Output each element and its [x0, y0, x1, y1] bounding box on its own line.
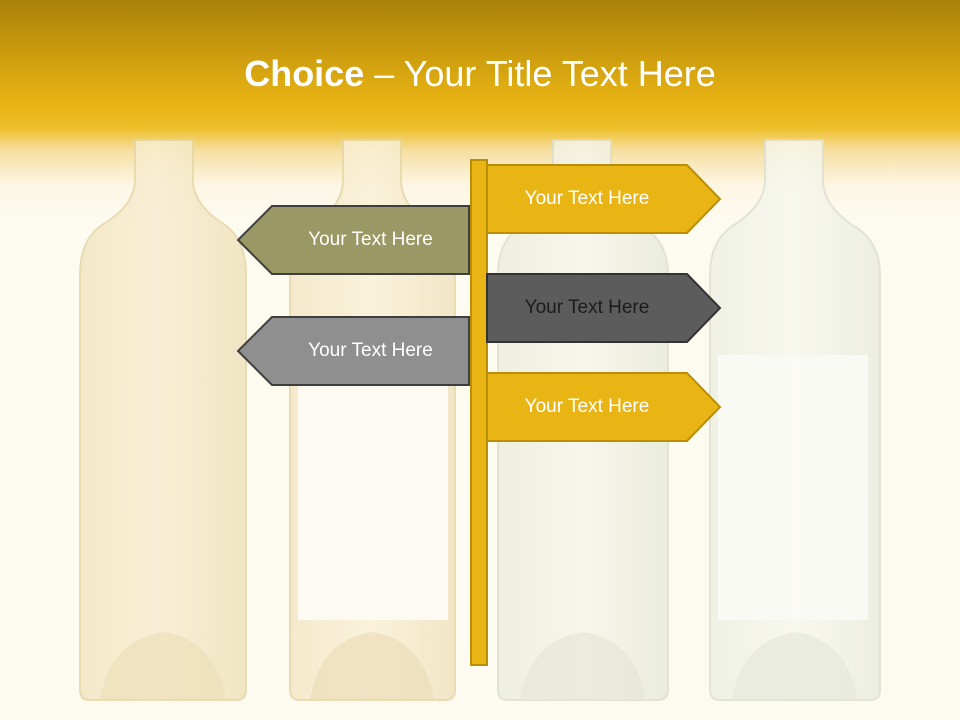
slide-title[interactable]: Choice – Your Title Text Here [0, 52, 960, 96]
sign-right-bottom-text[interactable]: Your Text Here [524, 396, 650, 417]
slide-title-bold: Choice [244, 53, 365, 94]
bottle-4 [709, 139, 881, 701]
sign-right-top-shape [486, 164, 722, 234]
sign-right-bottom-shape [486, 372, 722, 442]
sign-left-bottom-text[interactable]: Your Text Here [308, 340, 433, 361]
sign-left-bottom-shape [236, 316, 470, 386]
bottle-1 [79, 139, 247, 701]
sign-right-top-text[interactable]: Your Text Here [524, 188, 650, 209]
slide-title-rest: – Your Title Text Here [364, 53, 716, 94]
sign-left-top-shape [236, 205, 470, 275]
sign-right-middle-text[interactable]: Your Text Here [524, 297, 650, 318]
sign-left-top-text[interactable]: Your Text Here [308, 229, 433, 250]
sign-right-middle-shape [486, 273, 722, 343]
signpost-pole [470, 159, 488, 666]
bottle-2 [289, 139, 456, 701]
